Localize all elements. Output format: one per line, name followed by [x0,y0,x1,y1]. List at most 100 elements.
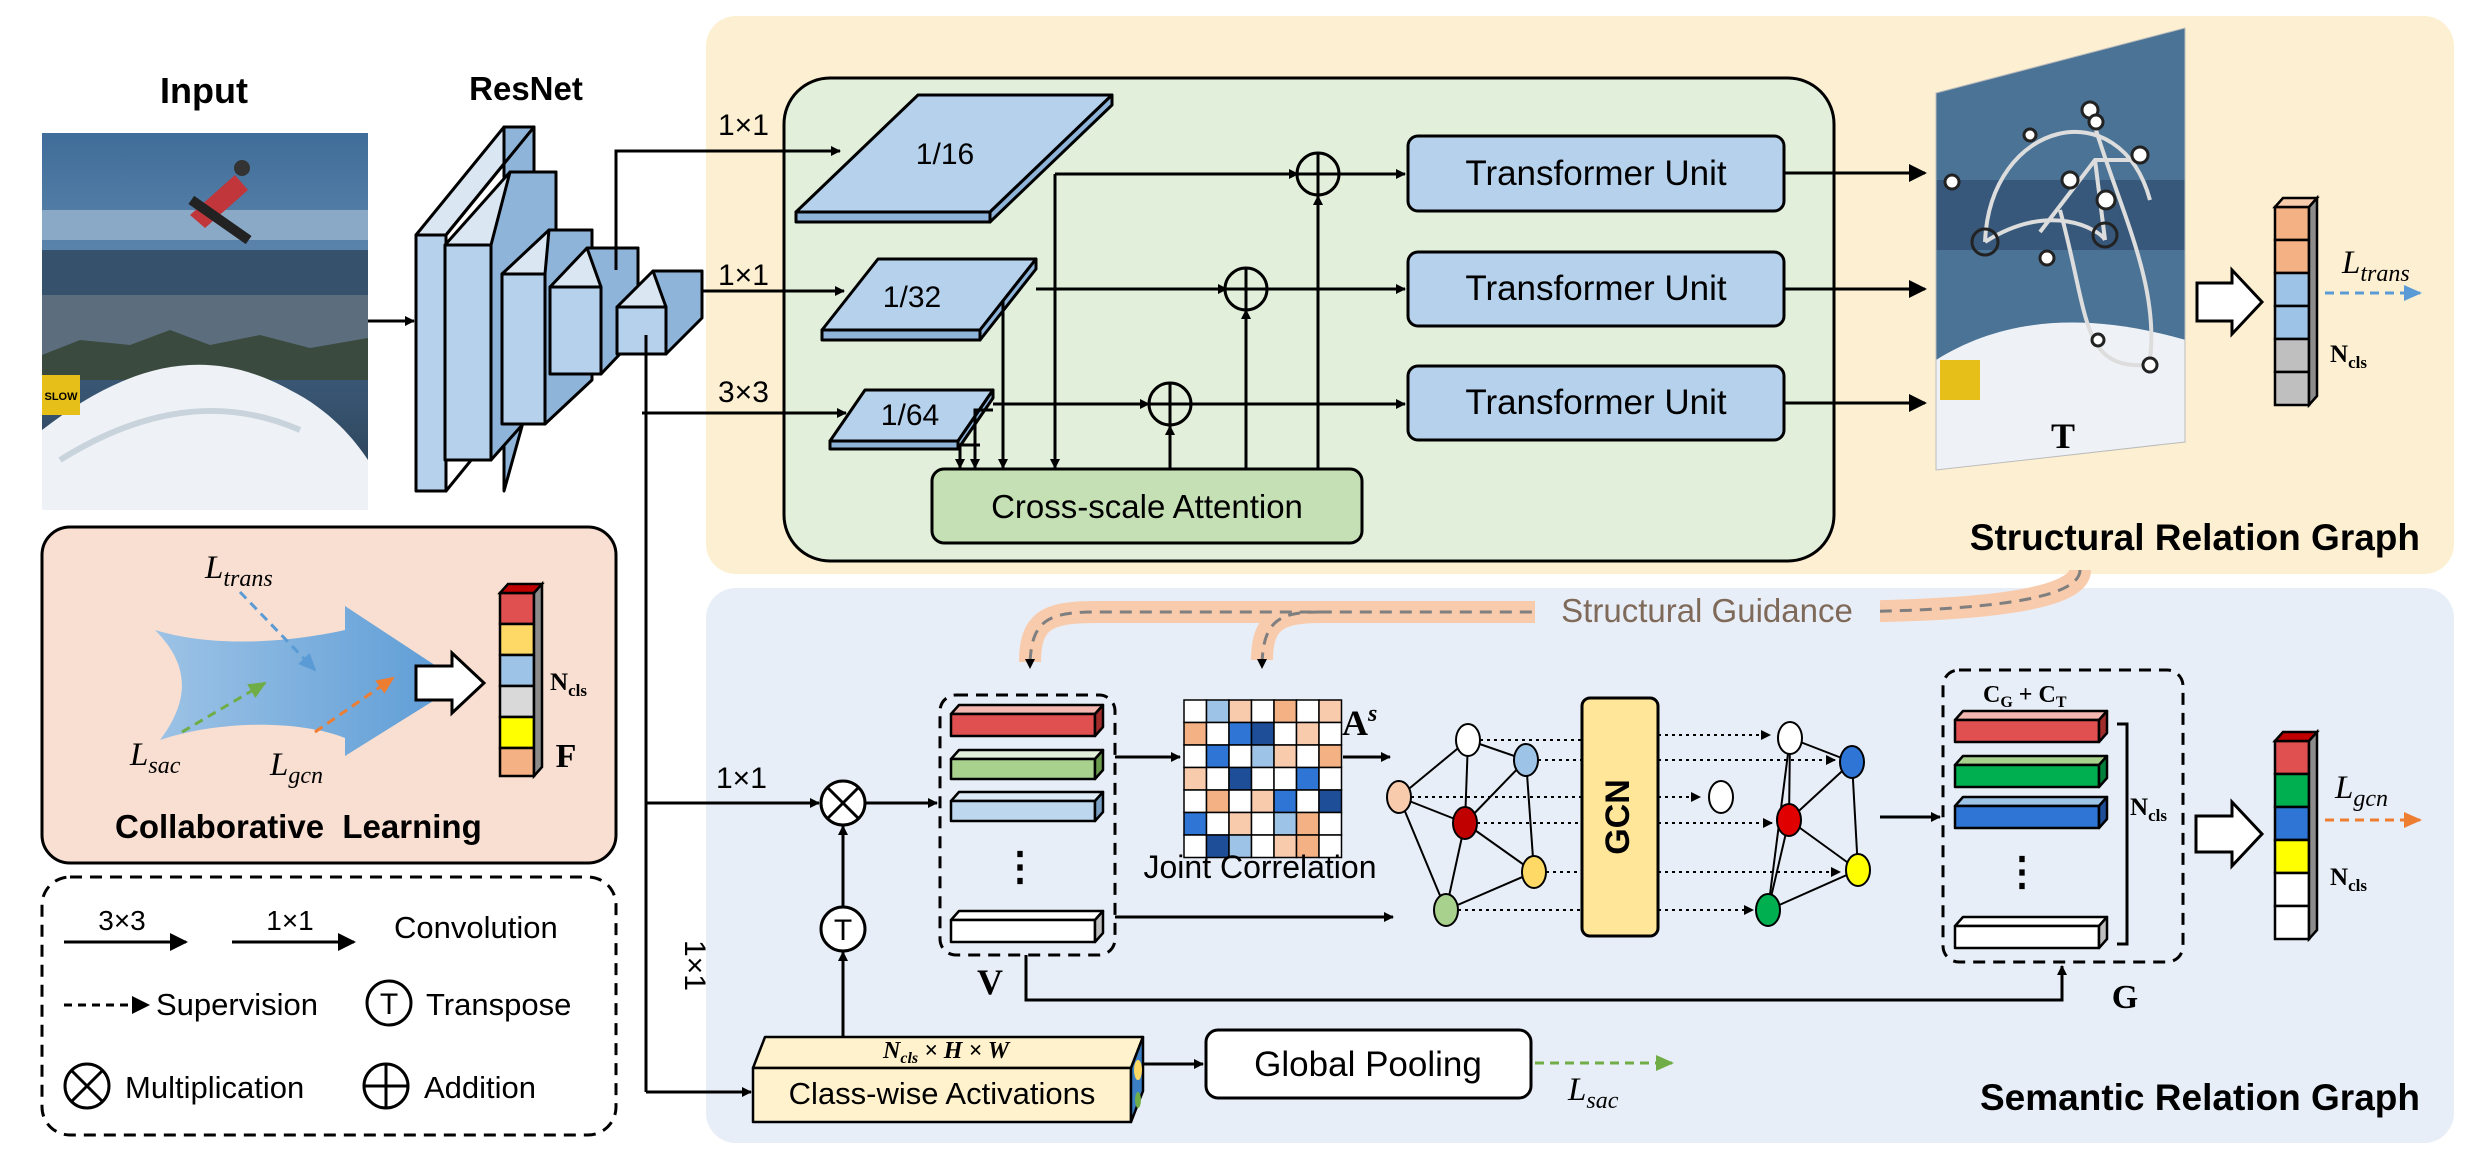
scale-tile-1-32 [820,257,1038,342]
legend-conv11-label: 1×1 [266,905,314,936]
correlation-cell [1228,721,1253,746]
structural-guidance-dashes [1025,569,2082,669]
correlation-cell [1228,789,1253,814]
attention-connectors [955,169,1323,469]
correlation-cell [1318,811,1343,836]
G-feature-bars [1953,709,2109,950]
correlation-cell [1318,789,1343,814]
legend-addition-icon [362,1062,410,1110]
correlation-cell [1183,744,1208,769]
G-bracket [2117,722,2129,946]
transformer-unit-2-label: Transformer Unit [1465,269,1727,308]
correlation-cell [1295,811,1320,836]
correlation-cell [1295,699,1320,724]
cwa-dims-label: Ncls × H × W [882,1038,1011,1067]
collab-l-sac-arrow [181,681,267,734]
correlation-cell [1205,789,1230,814]
class-wise-activations-label: Class-wise Activations [789,1076,1096,1111]
correlation-cell [1183,789,1208,814]
V-stack-box [938,693,1117,957]
semantic-conv-vertical-label: 1×1 [678,940,711,991]
correlation-cell [1273,789,1298,814]
V-output-arrows [1024,752,2067,1002]
joint-correlation-label: Joint Correlation [1144,849,1377,885]
G-stack-box [1941,668,2185,964]
correlation-cell [1205,699,1230,724]
correlation-cell [1250,699,1275,724]
cross-scale-attention-label: Cross-scale Attention [991,488,1303,525]
G-dots: ⋮ [2002,850,2042,894]
correlation-cell [1183,699,1208,724]
global-pooling-label: Global Pooling [1254,1045,1482,1084]
cg-ct-label: CG + CT [1983,682,2067,711]
G-label: G [2112,979,2138,1016]
legend-convolution-label: Convolution [394,910,558,945]
correlation-cell [1250,744,1275,769]
collab-l-gcn-arrow [314,676,395,734]
V-feature-bars [949,703,1105,944]
collab-l-trans-arrow [238,590,317,672]
gcn-label: GCN [1599,779,1637,855]
input-image [42,133,368,510]
legend-transpose-icon: T [365,979,413,1027]
structural-graph-title: Structural Relation Graph [1970,517,2420,558]
semantic-hollow-arrow [2194,798,2265,870]
correlation-cell [1250,789,1275,814]
legend-addition-label: Addition [424,1070,536,1105]
correlation-cell [1318,744,1343,769]
output-graph [1708,721,1871,927]
legend-transpose-label: Transpose [426,987,571,1022]
input-graph [1386,723,1547,927]
correlation-cell [1205,811,1230,836]
collab-F-label: F [556,738,577,775]
correlation-cell [1183,766,1208,791]
correlation-cell [1205,744,1230,769]
resnet-backbone [414,125,704,493]
svg-text:T: T [834,914,852,947]
correlation-cell [1250,811,1275,836]
correlation-cell [1318,766,1343,791]
multiplication-node [819,779,867,827]
correlation-cell [1295,744,1320,769]
correlation-cell [1228,811,1253,836]
structural-guidance-branch-dashes [1257,610,1321,669]
correlation-cell [1250,766,1275,791]
correlation-cell [1273,721,1298,746]
gcn-block [1580,696,1660,938]
input-title: Input [160,70,248,111]
semantic-backbone-connectors [644,335,820,1097]
scale-tile-1-16 [794,93,1114,224]
fused-output-vector [497,580,545,780]
transformer-unit-3-label: Transformer Unit [1465,383,1727,422]
scale-1-32-label: 1/32 [883,281,941,314]
correlation-cell [1228,699,1253,724]
correlation-cell [1318,699,1343,724]
semantic-ncls-label: Ncls [2330,864,2367,895]
cross-scale-attention-box [930,467,1364,545]
structural-feature-image [1936,28,2185,470]
V-label: V [977,962,1003,1002]
input-sign-text: SLOW [45,391,79,403]
structural-output-vector [2272,194,2320,409]
collab-ncls-label: Ncls [550,669,587,700]
branch-3-conv-label: 3×3 [718,376,769,409]
collaborative-learning-title: Collaborative Learning [115,808,482,845]
scale-1-64-label: 1/64 [881,399,939,432]
semantic-output-vector [2272,728,2320,943]
correlation-cell [1273,699,1298,724]
As-label: As [1342,701,1377,743]
svg-text:T: T [380,988,398,1021]
transformer-unit-1-label: Transformer Unit [1465,154,1727,193]
correlation-cell [1273,811,1298,836]
branch-2-conv-label: 1×1 [718,259,769,292]
correlation-cell [1183,811,1208,836]
G-ncls-label: Ncls [2130,794,2167,825]
legend-multiplication-icon [63,1062,111,1110]
correlation-cell [1205,766,1230,791]
legend-conv33-label: 3×3 [98,905,146,936]
correlation-cell [1318,834,1343,859]
semantic-conv-top-label: 1×1 [716,762,767,795]
global-pooling-box [1204,1028,1533,1100]
transpose-node: T [819,905,867,953]
